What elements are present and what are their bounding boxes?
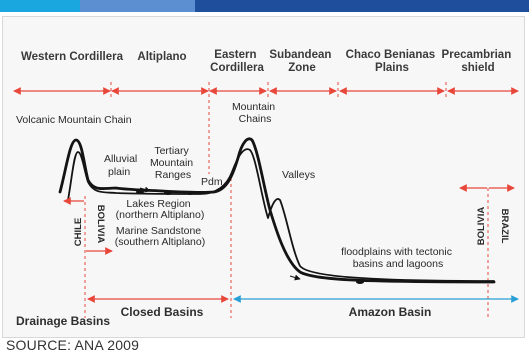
region-western-cordillera: Western Cordillera xyxy=(21,51,124,63)
label-bolivia-left: BOLIVIA xyxy=(95,205,106,244)
region-precambrian-line1: Precambrian xyxy=(442,49,512,61)
region-chaco-benianas-plains: Chaco Benianas Plains xyxy=(346,49,439,74)
region-eastern-cordillera: Eastern Cordillera xyxy=(210,49,264,74)
label-chile: CHILE xyxy=(73,218,84,247)
top-bar-segment xyxy=(0,0,80,12)
label-floodplains-line2: basins and lagoons xyxy=(353,258,444,270)
label-mountain-chains-line2: Chains xyxy=(239,113,272,125)
label-marine-line1: Marine Sandstone xyxy=(116,225,201,237)
region-eastern-cordillera-line1: Eastern xyxy=(214,49,256,61)
label-alluvial-line1: Alluvial xyxy=(104,153,137,165)
region-chaco-line2: Plains xyxy=(375,62,409,74)
label-mountain-chains: Mountain Chains xyxy=(232,101,278,125)
label-marine-sandstone: Marine Sandstone (southern Altiplano) xyxy=(115,225,205,248)
label-tertiary-line2: Mountain xyxy=(150,157,193,169)
pointer-arrows xyxy=(139,186,301,281)
lake-marker xyxy=(136,190,144,194)
label-bolivia-right: BOLIVIA xyxy=(476,207,487,246)
lake-markers xyxy=(136,190,364,284)
label-tertiary-line1: Tertiary xyxy=(154,145,189,157)
label-volcanic-mountain-chain: Volcanic Mountain Chain xyxy=(16,114,132,126)
region-chaco-line1: Chaco Benianas xyxy=(346,49,435,61)
lake-marker xyxy=(164,191,172,195)
source-caption: SOURCE: ANA 2009 xyxy=(6,337,140,353)
lake-marker xyxy=(356,280,364,284)
terrain-profile-line-inner xyxy=(67,148,495,282)
terrain-profile xyxy=(58,137,496,284)
region-precambrian-shield: Precambrian shield xyxy=(442,49,515,74)
lake-marker xyxy=(187,191,193,195)
top-bar-segment xyxy=(80,0,195,12)
region-eastern-cordillera-line2: Cordillera xyxy=(210,62,264,74)
label-mountain-chains-line1: Mountain xyxy=(232,101,275,113)
label-drainage-basins: Drainage Basins xyxy=(16,314,110,328)
label-closed-basins: Closed Basins xyxy=(121,305,204,319)
label-alluvial-plain: Alluvial plain xyxy=(104,153,140,178)
label-tertiary-mountain-ranges: Tertiary Mountain Ranges xyxy=(150,145,196,181)
label-valleys: Valleys xyxy=(282,169,315,181)
top-bar-segment xyxy=(195,0,529,12)
pointer-arrow xyxy=(139,186,151,193)
label-floodplains: floodplains with tectonic basins and lag… xyxy=(341,246,455,270)
label-brazil: BRAZIL xyxy=(499,209,510,244)
region-subandean-zone: Subandean Zone xyxy=(269,49,334,74)
pointer-arrow xyxy=(289,274,301,281)
region-altiplano: Altiplano xyxy=(137,51,186,63)
region-subandean-line2: Zone xyxy=(288,62,315,74)
top-color-bar xyxy=(0,0,529,12)
label-lakes-line2: (northern Altiplano) xyxy=(116,209,205,221)
label-floodplains-line1: floodplains with tectonic xyxy=(341,246,452,258)
label-lakes-line1: Lakes Region xyxy=(126,198,190,210)
label-lakes-region: Lakes Region (northern Altiplano) xyxy=(116,198,205,221)
label-amazon-basin: Amazon Basin xyxy=(349,305,432,319)
region-precambrian-line2: shield xyxy=(461,62,494,74)
region-subandean-line1: Subandean xyxy=(269,49,331,61)
label-tertiary-line3: Ranges xyxy=(155,169,191,181)
label-marine-line2: (southern Altiplano) xyxy=(115,236,205,248)
label-pdm: Pdm xyxy=(201,176,223,188)
label-alluvial-line2: plain xyxy=(108,166,130,178)
border-arrows xyxy=(63,184,515,255)
